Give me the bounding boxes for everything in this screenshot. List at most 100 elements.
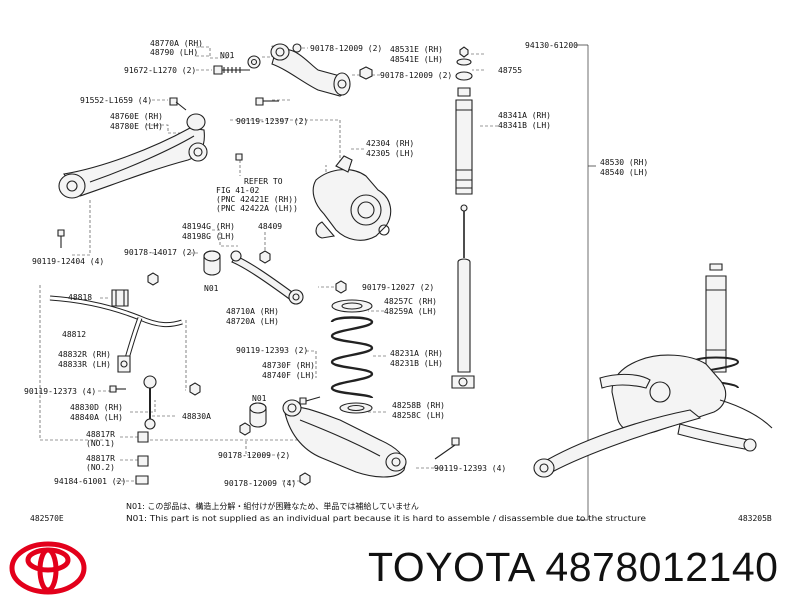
spring-seat-48257 bbox=[331, 299, 373, 313]
nut-48830A bbox=[189, 382, 201, 396]
label-n01-top: N01 bbox=[220, 51, 235, 60]
label-90119-c: 90119-12393 (2) bbox=[236, 346, 308, 355]
label-90178-c: 90178-14017 (2) bbox=[124, 248, 196, 257]
label-42304: 42304 (RH) bbox=[366, 139, 414, 148]
label-48817r-1: 48817R bbox=[86, 430, 115, 439]
label-90119-b: 90119-12404 (4) bbox=[32, 257, 104, 266]
label-48720a: 48720A (LH) bbox=[226, 317, 279, 326]
label-91552: 91552-L1659 (4) bbox=[80, 96, 152, 105]
bolt-90119-c bbox=[299, 396, 321, 405]
label-48198g: 48198G (LH) bbox=[182, 232, 235, 241]
label-48541e: 48541E (LH) bbox=[390, 55, 443, 64]
note-english: N01: This part is not supplied as an ind… bbox=[126, 514, 646, 523]
nut-90178-c bbox=[147, 272, 159, 286]
label-90119-d: 90119-12373 (4) bbox=[24, 387, 96, 396]
label-refer-2: FIG 41-02 bbox=[216, 186, 260, 195]
bushing-48194 bbox=[203, 250, 221, 276]
label-48840a: 48840A (LH) bbox=[70, 413, 123, 422]
link-48830D bbox=[143, 375, 157, 430]
label-48409: 48409 bbox=[258, 222, 282, 231]
bolt-94184 bbox=[135, 475, 149, 485]
label-48231b: 48231B (LH) bbox=[390, 359, 443, 368]
footer-notes: N01: この部品は、構造上分解・組付けが困難なため、単品では補給していません … bbox=[30, 501, 772, 523]
nut-90178-e bbox=[299, 472, 311, 486]
label-48755: 48755 bbox=[498, 66, 522, 75]
label-48790: 48790 (LH) bbox=[150, 48, 198, 57]
toyota-logo bbox=[9, 541, 87, 595]
label-48833r: 48833R (LH) bbox=[58, 360, 111, 369]
label-no2: (NO.2) bbox=[86, 463, 115, 472]
label-48780e: 48780E (LH) bbox=[110, 122, 163, 131]
label-42305: 42305 (LH) bbox=[366, 149, 414, 158]
bolt-91672 bbox=[213, 65, 250, 75]
label-48817r-2: 48817R bbox=[86, 454, 115, 463]
nut-90178-d bbox=[239, 422, 251, 436]
label-48540: 48540 (LH) bbox=[600, 168, 648, 177]
bolt-90119-a bbox=[255, 97, 279, 106]
bolt-48817-2 bbox=[137, 455, 149, 467]
label-48830a: 48830A bbox=[182, 412, 211, 421]
bushing-48818 bbox=[111, 289, 129, 307]
bolt-48817-1 bbox=[137, 431, 149, 443]
label-94184: 94184-61001 (2) bbox=[54, 477, 126, 486]
label-no1: (NO.1) bbox=[86, 439, 115, 448]
shock-top-parts bbox=[455, 46, 473, 81]
label-48258b: 48258B (RH) bbox=[392, 401, 445, 410]
label-48341a: 48341A (RH) bbox=[498, 111, 551, 120]
bolt-91552 bbox=[169, 97, 187, 111]
label-refer-3: (PNC 42421E (RH)) bbox=[216, 195, 298, 204]
bolt-90119-b bbox=[57, 229, 65, 248]
label-90179: 90179-12027 (2) bbox=[362, 283, 434, 292]
label-48818: 48818 bbox=[68, 293, 92, 302]
label-48730f: 48730F (RH) bbox=[262, 361, 315, 370]
label-90119-a: 90119-12397 (2) bbox=[236, 117, 308, 126]
bracket-48832 bbox=[117, 355, 131, 373]
label-n01-mid: N01 bbox=[204, 284, 219, 293]
label-refer-4: (PNC 42422A (LH)) bbox=[216, 204, 298, 213]
label-48812: 48812 bbox=[62, 330, 86, 339]
upper-arm-48770 bbox=[270, 43, 351, 97]
label-refer-1: REFER TO bbox=[244, 177, 283, 186]
coil-spring-48231 bbox=[330, 316, 374, 400]
bushing-n01-low bbox=[249, 402, 267, 428]
knuckle-42304 bbox=[312, 155, 392, 241]
nut-48409 bbox=[259, 250, 271, 264]
lateral-link-48710 bbox=[230, 250, 304, 305]
label-48194g: 48194G (RH) bbox=[182, 222, 235, 231]
bolt-90119-e bbox=[434, 437, 460, 460]
label-48740f: 48740F (LH) bbox=[262, 371, 315, 380]
assembly-bracket bbox=[576, 44, 596, 521]
assembly-view bbox=[533, 263, 773, 478]
label-48710a: 48710A (RH) bbox=[226, 307, 279, 316]
label-48770a: 48770A (RH) bbox=[150, 39, 203, 48]
bushing-n01-top bbox=[247, 55, 261, 69]
label-90119-e: 90119-12393 (4) bbox=[434, 464, 506, 473]
label-90178-d: 90178-12009 (2) bbox=[218, 451, 290, 460]
trailing-arm-48760 bbox=[58, 113, 208, 199]
label-48530: 48530 (RH) bbox=[600, 158, 648, 167]
shock-cover-48341 bbox=[455, 87, 473, 195]
label-48832r: 48832R (RH) bbox=[58, 350, 111, 359]
label-48231a: 48231A (RH) bbox=[390, 349, 443, 358]
bolt-refer bbox=[235, 153, 243, 161]
label-48760e: 48760E (RH) bbox=[110, 112, 163, 121]
label-48830d: 48830D (RH) bbox=[70, 403, 123, 412]
label-90178-b: 90178-12009 (2) bbox=[380, 71, 452, 80]
label-n01-low: N01 bbox=[252, 394, 267, 403]
diagram-code-right: 483205B bbox=[738, 514, 772, 523]
nut-90178-b bbox=[359, 66, 373, 80]
label-48259a: 48259A (LH) bbox=[384, 307, 437, 316]
label-90178-top: 90178-12009 (2) bbox=[310, 44, 382, 53]
bolt-90119-d bbox=[109, 385, 126, 393]
label-48257c: 48257C (RH) bbox=[384, 297, 437, 306]
leader-lines bbox=[39, 45, 498, 482]
label-91672: 91672-L1270 (2) bbox=[124, 66, 196, 75]
spring-seat-48258 bbox=[339, 402, 373, 414]
nut-90179 bbox=[335, 280, 347, 294]
label-48531e: 48531E (RH) bbox=[390, 45, 443, 54]
part-labels: 48770A (RH) 48790 (LH) N01 90178-12009 (… bbox=[24, 39, 648, 488]
brand-part-number: TOYOTA 4878012140 bbox=[368, 544, 779, 590]
shock-body-48530 bbox=[451, 204, 475, 389]
logo-ellipses bbox=[9, 541, 87, 595]
